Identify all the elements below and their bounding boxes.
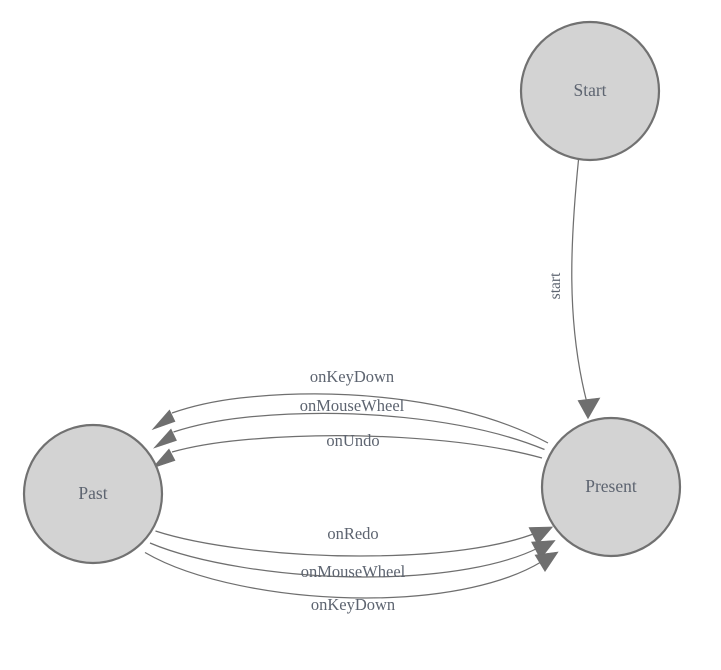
edge-present-past-onundo-path xyxy=(171,435,543,459)
edge-past-present-onredo-arrowhead xyxy=(528,526,554,546)
edge-past-present-onredo-path xyxy=(155,530,537,557)
node-present[interactable]: Present xyxy=(540,416,682,558)
node-present-label: Present xyxy=(585,476,637,496)
node-past-label: Past xyxy=(78,483,107,503)
edge-present-past-onmousewheel-arrowhead xyxy=(153,428,177,449)
edge-past-present-onkeydown-arrowhead xyxy=(534,551,559,573)
edge-start[interactable]: start xyxy=(547,159,601,420)
edge-present-past-onundo-label: onUndo xyxy=(326,431,379,450)
edge-present-past-onmousewheel-path xyxy=(173,412,545,451)
node-start-circle xyxy=(519,20,661,162)
edge-past-present-onredo-label: onRedo xyxy=(327,524,378,543)
edge-present-past-onkeydown-path xyxy=(171,393,549,444)
edge-past-present-onkeydown-label: onKeyDown xyxy=(311,595,395,614)
edge-start-label: start xyxy=(547,272,564,299)
edge-present-past-onkeydown-arrowhead xyxy=(151,409,176,431)
edge-present-past-onmousewheel-label: onMouseWheel xyxy=(300,396,405,415)
node-start-label: Start xyxy=(573,80,606,100)
edge-past-present-onmousewheel-label: onMouseWheel xyxy=(301,562,406,581)
edge-present-past-onmousewheel[interactable]: onMouseWheel xyxy=(153,396,545,451)
node-start[interactable]: Start xyxy=(519,20,661,162)
edge-past-present-onredo[interactable]: onRedo xyxy=(155,524,554,557)
node-present-circle xyxy=(540,416,682,558)
edge-present-past-onkeydown-label: onKeyDown xyxy=(310,367,394,386)
node-past[interactable]: Past xyxy=(22,423,164,565)
edge-present-past-onkeydown[interactable]: onKeyDown xyxy=(151,367,549,444)
edge-past-present-onkeydown[interactable]: onKeyDown xyxy=(144,551,559,614)
edge-past-present-onmousewheel[interactable]: onMouseWheel xyxy=(149,540,556,582)
edge-start-arrowhead xyxy=(577,397,601,420)
edge-past-present-onkeydown-path xyxy=(144,551,542,599)
node-past-circle xyxy=(22,423,164,565)
edge-start-path xyxy=(571,159,588,402)
edge-past-present-onmousewheel-path xyxy=(149,542,539,578)
edge-present-past-onundo[interactable]: onUndo xyxy=(151,431,543,469)
edge-present-past-onundo-arrowhead xyxy=(151,448,176,469)
edge-past-present-onmousewheel-arrowhead xyxy=(531,540,556,560)
